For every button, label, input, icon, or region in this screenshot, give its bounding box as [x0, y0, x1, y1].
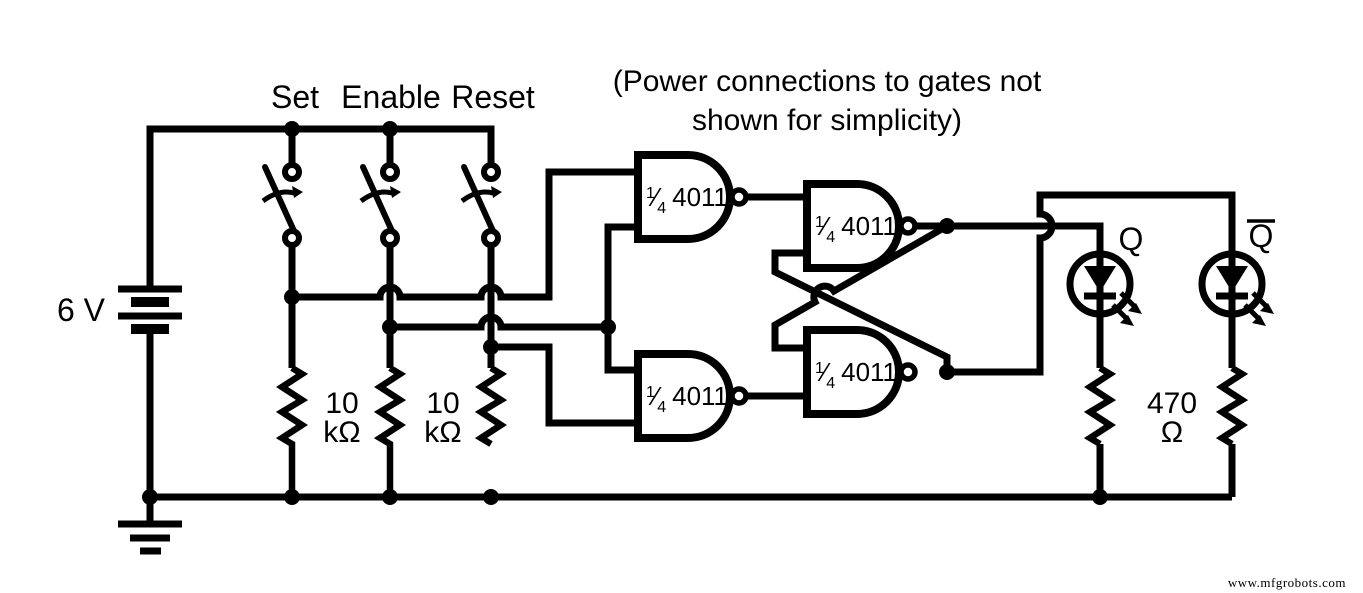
wire-feedback-qbar — [771, 249, 951, 372]
junction-dot — [284, 489, 300, 505]
led-emission-arrowhead-2 — [1252, 315, 1266, 326]
switch-press-arrow — [359, 189, 393, 204]
junction-dot — [483, 489, 499, 505]
resistor-reset-pulldown — [474, 365, 508, 447]
led-emission-arrowhead-2 — [1120, 315, 1134, 326]
switch-enable-label: Enable — [341, 79, 441, 115]
switch-press-arrowhead — [491, 186, 502, 198]
led-anode-triangle — [1084, 266, 1116, 292]
switch-press-arrowhead — [390, 186, 401, 198]
switch-blade — [461, 164, 496, 234]
switch-enable — [359, 162, 401, 248]
led-emission-arrow-2 — [1111, 303, 1129, 321]
switch-contact-top — [282, 162, 302, 182]
switch-reset — [460, 162, 502, 248]
led-emission-arrow-2 — [1243, 303, 1261, 321]
resistor1-value-line1: 10 — [325, 387, 358, 420]
led-anode-triangle — [1216, 266, 1248, 292]
switch-blade — [360, 164, 395, 234]
wire-set-to-gate1 — [292, 168, 638, 301]
junction-dot — [483, 339, 499, 355]
resistor-led-qbar — [1215, 365, 1249, 447]
switch-contact-top — [481, 162, 501, 182]
wire-top-rail — [146, 125, 495, 286]
nand-gates — [634, 151, 918, 442]
nand-gate-2-bubble — [898, 216, 918, 236]
wire-enable-to-tee — [390, 313, 608, 331]
resistor-enable-pulldown — [373, 365, 407, 497]
junction-dot — [284, 289, 300, 305]
wiring — [146, 125, 1236, 521]
junction-dot — [1092, 489, 1108, 505]
note-line-1: (Power connections to gates not — [613, 65, 1042, 98]
led-emission-arrowhead-1 — [1260, 303, 1274, 314]
led-emission-arrowhead-1 — [1128, 303, 1142, 314]
switch-set — [261, 162, 303, 248]
resistor2-value-line2: kΩ — [424, 416, 461, 449]
wire-q-to-led — [915, 222, 1104, 254]
note-line-2: shown for simplicity) — [692, 104, 962, 137]
nand-gate-1-bubble — [729, 187, 749, 207]
resistor-led-value-line2: Ω — [1161, 416, 1183, 449]
switch-set-label: Set — [271, 79, 319, 115]
junction-dot — [382, 489, 398, 505]
switch-press-arrowhead — [292, 186, 303, 198]
led-q — [1066, 250, 1142, 368]
battery-voltage-label: 6 V — [57, 292, 106, 328]
nand-gate-3-bubble — [729, 386, 749, 406]
led-emission-arrow-1 — [1119, 291, 1137, 309]
wire-reset-to-gate3 — [491, 343, 638, 427]
junction-dot — [284, 121, 300, 137]
resistors — [275, 365, 1249, 497]
resistor-set-pulldown — [275, 365, 309, 497]
junction-dot — [142, 489, 158, 505]
watermark-text: www.mfgrobots.com — [1228, 575, 1346, 590]
junction-dot — [939, 364, 955, 380]
q-output-label: Q — [1119, 221, 1144, 257]
resistor2-value-line1: 10 — [426, 387, 459, 420]
led-qbar — [1198, 250, 1274, 368]
junction-dots — [142, 121, 1108, 505]
nand-gate-4-bubble — [898, 362, 918, 382]
battery — [118, 285, 182, 334]
resistor-led-q — [1083, 365, 1117, 447]
junction-dot — [382, 319, 398, 335]
switch-reset-label: Reset — [451, 79, 535, 115]
switch-press-arrow — [261, 189, 295, 204]
qbar-output-label: Q — [1249, 218, 1274, 254]
junction-dot — [600, 319, 616, 335]
junction-dot — [382, 121, 398, 137]
resistor-led-value-line1: 470 — [1147, 387, 1197, 420]
switch-blade — [262, 164, 297, 234]
switch-press-arrow — [460, 189, 494, 204]
wire-qbar-to-led — [947, 191, 1236, 376]
switch-contact-top — [380, 162, 400, 182]
ground-symbol — [118, 520, 182, 555]
resistor1-value-line2: kΩ — [323, 416, 360, 449]
junction-dot — [939, 218, 955, 234]
led-emission-arrow-1 — [1251, 291, 1269, 309]
wire-tee-to-gates — [604, 223, 638, 374]
